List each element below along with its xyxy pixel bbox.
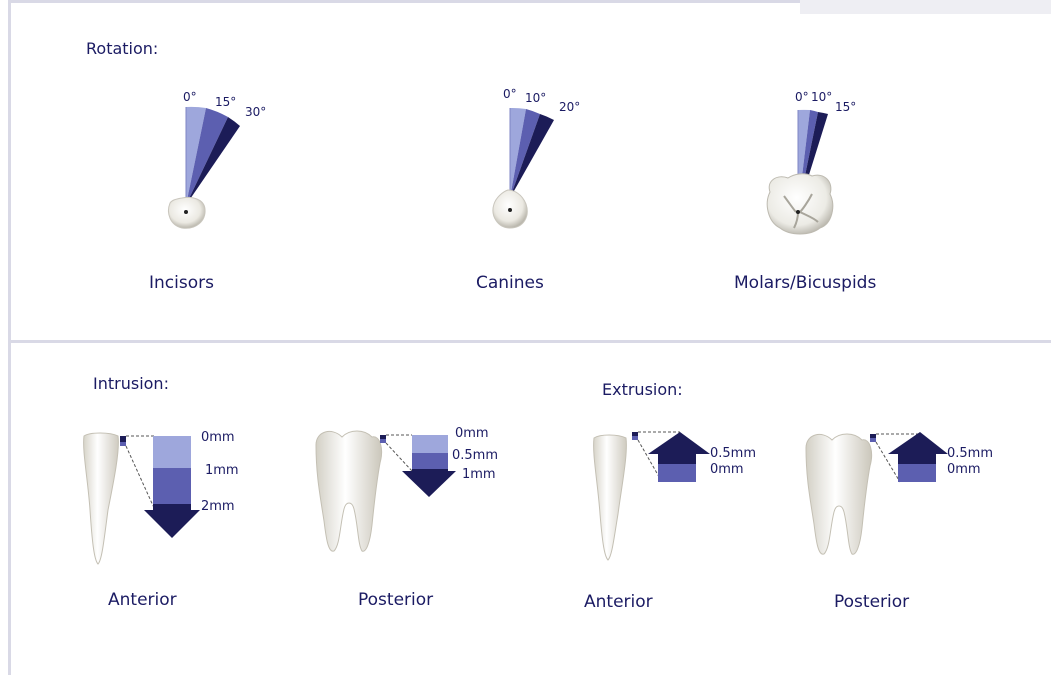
incisor-angle-30: 30° <box>245 105 266 119</box>
section-divider <box>8 340 1051 343</box>
extrusion-anterior-0mm: 0mm <box>710 462 744 477</box>
canine-angle-10: 10° <box>525 91 546 105</box>
molar-angle-10: 10° <box>811 90 832 104</box>
intrusion-title: Intrusion: <box>93 374 169 393</box>
canine-rotation-diagram <box>480 100 580 250</box>
intrusion-anterior-label: Anterior <box>108 590 177 610</box>
incisor-rotation-diagram <box>150 95 250 245</box>
canines-label: Canines <box>476 273 544 293</box>
intrusion-posterior-0_5mm: 0.5mm <box>452 448 498 463</box>
canine-angle-20: 20° <box>559 100 580 114</box>
extrusion-title: Extrusion: <box>602 380 683 399</box>
intrusion-posterior-diagram <box>310 425 510 565</box>
incisor-angle-0: 0° <box>183 90 197 104</box>
extrusion-anterior-diagram <box>590 428 720 568</box>
incisor-angle-15: 15° <box>215 95 236 109</box>
intrusion-anterior-2mm: 2mm <box>201 499 235 514</box>
intrusion-posterior-label: Posterior <box>358 590 433 610</box>
molar-angle-15: 15° <box>835 100 856 114</box>
intrusion-posterior-0mm: 0mm <box>455 426 489 441</box>
extrusion-posterior-diagram <box>800 428 950 568</box>
corner-panel <box>800 0 1051 14</box>
rotation-title: Rotation: <box>86 39 158 58</box>
extrusion-posterior-0mm: 0mm <box>947 462 981 477</box>
molars-bicuspids-label: Molars/Bicuspids <box>734 273 876 293</box>
intrusion-anterior-0mm: 0mm <box>201 430 235 445</box>
extrusion-anterior-0_5mm: 0.5mm <box>710 446 756 461</box>
canine-angle-0: 0° <box>503 87 517 101</box>
molar-angle-0: 0° <box>795 90 809 104</box>
intrusion-posterior-1mm: 1mm <box>462 467 496 482</box>
extrusion-posterior-0_5mm: 0.5mm <box>947 446 993 461</box>
intrusion-anterior-1mm: 1mm <box>205 463 239 478</box>
incisors-label: Incisors <box>149 273 214 293</box>
molar-rotation-diagram <box>760 100 860 250</box>
extrusion-anterior-label: Anterior <box>584 592 653 612</box>
left-border <box>8 0 11 675</box>
extrusion-posterior-label: Posterior <box>834 592 909 612</box>
